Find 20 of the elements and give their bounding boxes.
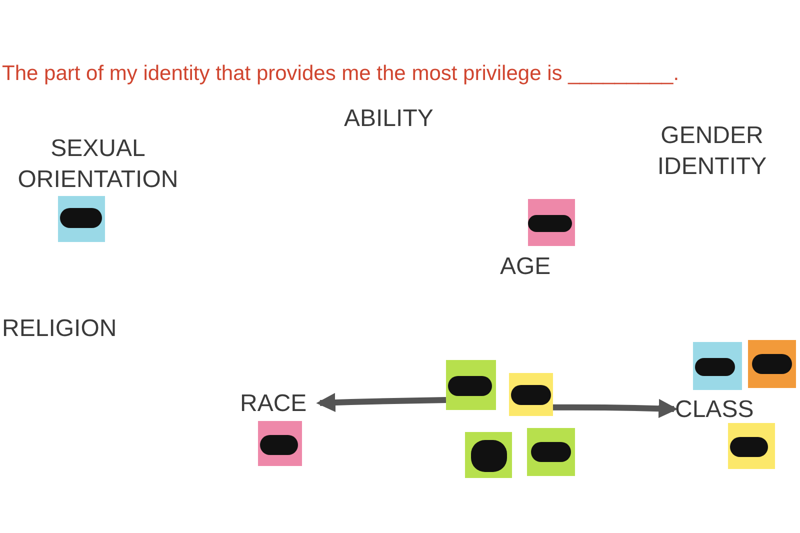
sticky-note xyxy=(465,432,512,478)
sticky-note xyxy=(728,423,775,469)
arrow xyxy=(316,392,446,412)
category-label: CLASS xyxy=(675,394,765,425)
category-label: RACE xyxy=(240,388,318,419)
sticky-note xyxy=(258,421,302,466)
sticky-note xyxy=(527,428,575,476)
sticky-note xyxy=(58,196,105,242)
category-label: RELIGION xyxy=(2,314,117,344)
category-label: GENDER IDENTITY xyxy=(656,121,768,182)
sticky-note xyxy=(509,373,553,416)
sticky-note xyxy=(528,199,575,246)
category-label: ABILITY xyxy=(344,104,434,134)
arrow xyxy=(552,398,678,418)
question-heading: The part of my identity that provides me the most privilege is _________. xyxy=(2,61,680,87)
sticky-note xyxy=(446,360,496,410)
sticky-note xyxy=(693,342,742,390)
sticky-note xyxy=(748,340,796,388)
category-label: AGE xyxy=(500,252,551,282)
category-label: SEXUAL ORIENTATION xyxy=(16,134,180,195)
